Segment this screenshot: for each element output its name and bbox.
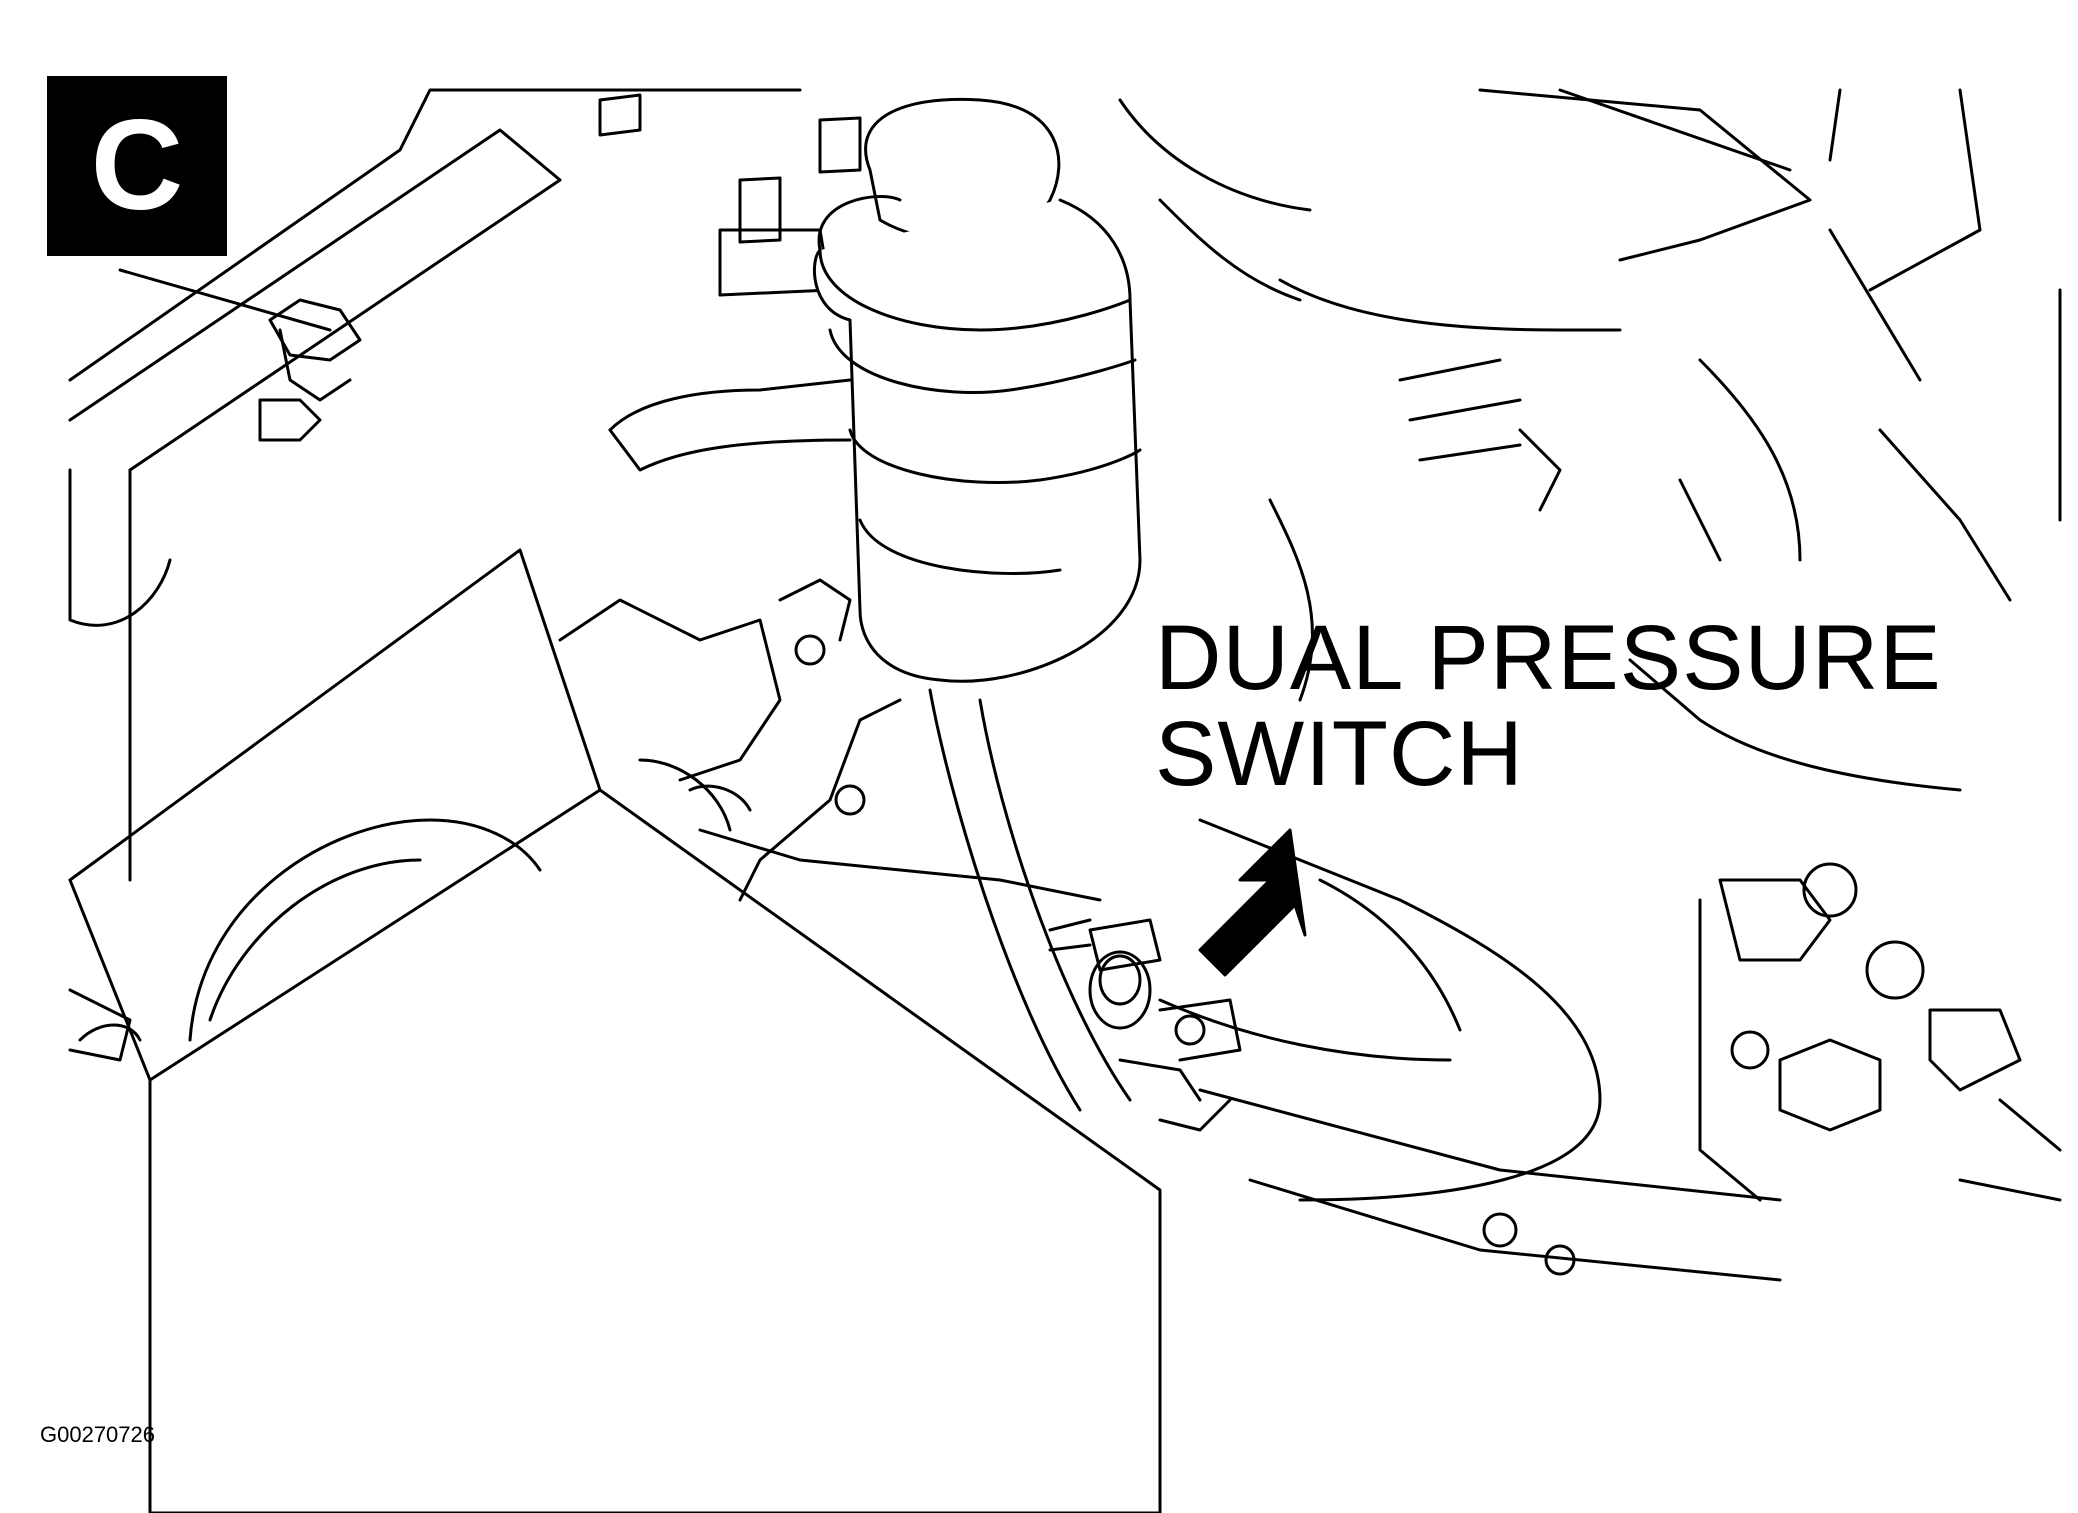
panel-letter: C bbox=[90, 94, 184, 237]
callout-line-1: DUAL PRESSURE bbox=[1155, 607, 1942, 709]
callout-line-2: SWITCH bbox=[1155, 703, 1524, 805]
figure-id: G00270726 bbox=[40, 1422, 155, 1447]
refrigerant-lines bbox=[698, 688, 1782, 1282]
strut-brace bbox=[68, 88, 802, 882]
reservoir bbox=[608, 97, 1142, 683]
component-callout: DUAL PRESSURE SWITCH bbox=[1155, 610, 1942, 802]
air-box-cover bbox=[68, 548, 1162, 1513]
dual-pressure-switch-drawing bbox=[1048, 918, 1242, 1062]
panel-letter-badge: C bbox=[47, 76, 227, 256]
engine-components-right bbox=[1118, 88, 2062, 1276]
lower-left-detail bbox=[68, 578, 866, 1062]
callout-arrow bbox=[1198, 828, 1307, 977]
